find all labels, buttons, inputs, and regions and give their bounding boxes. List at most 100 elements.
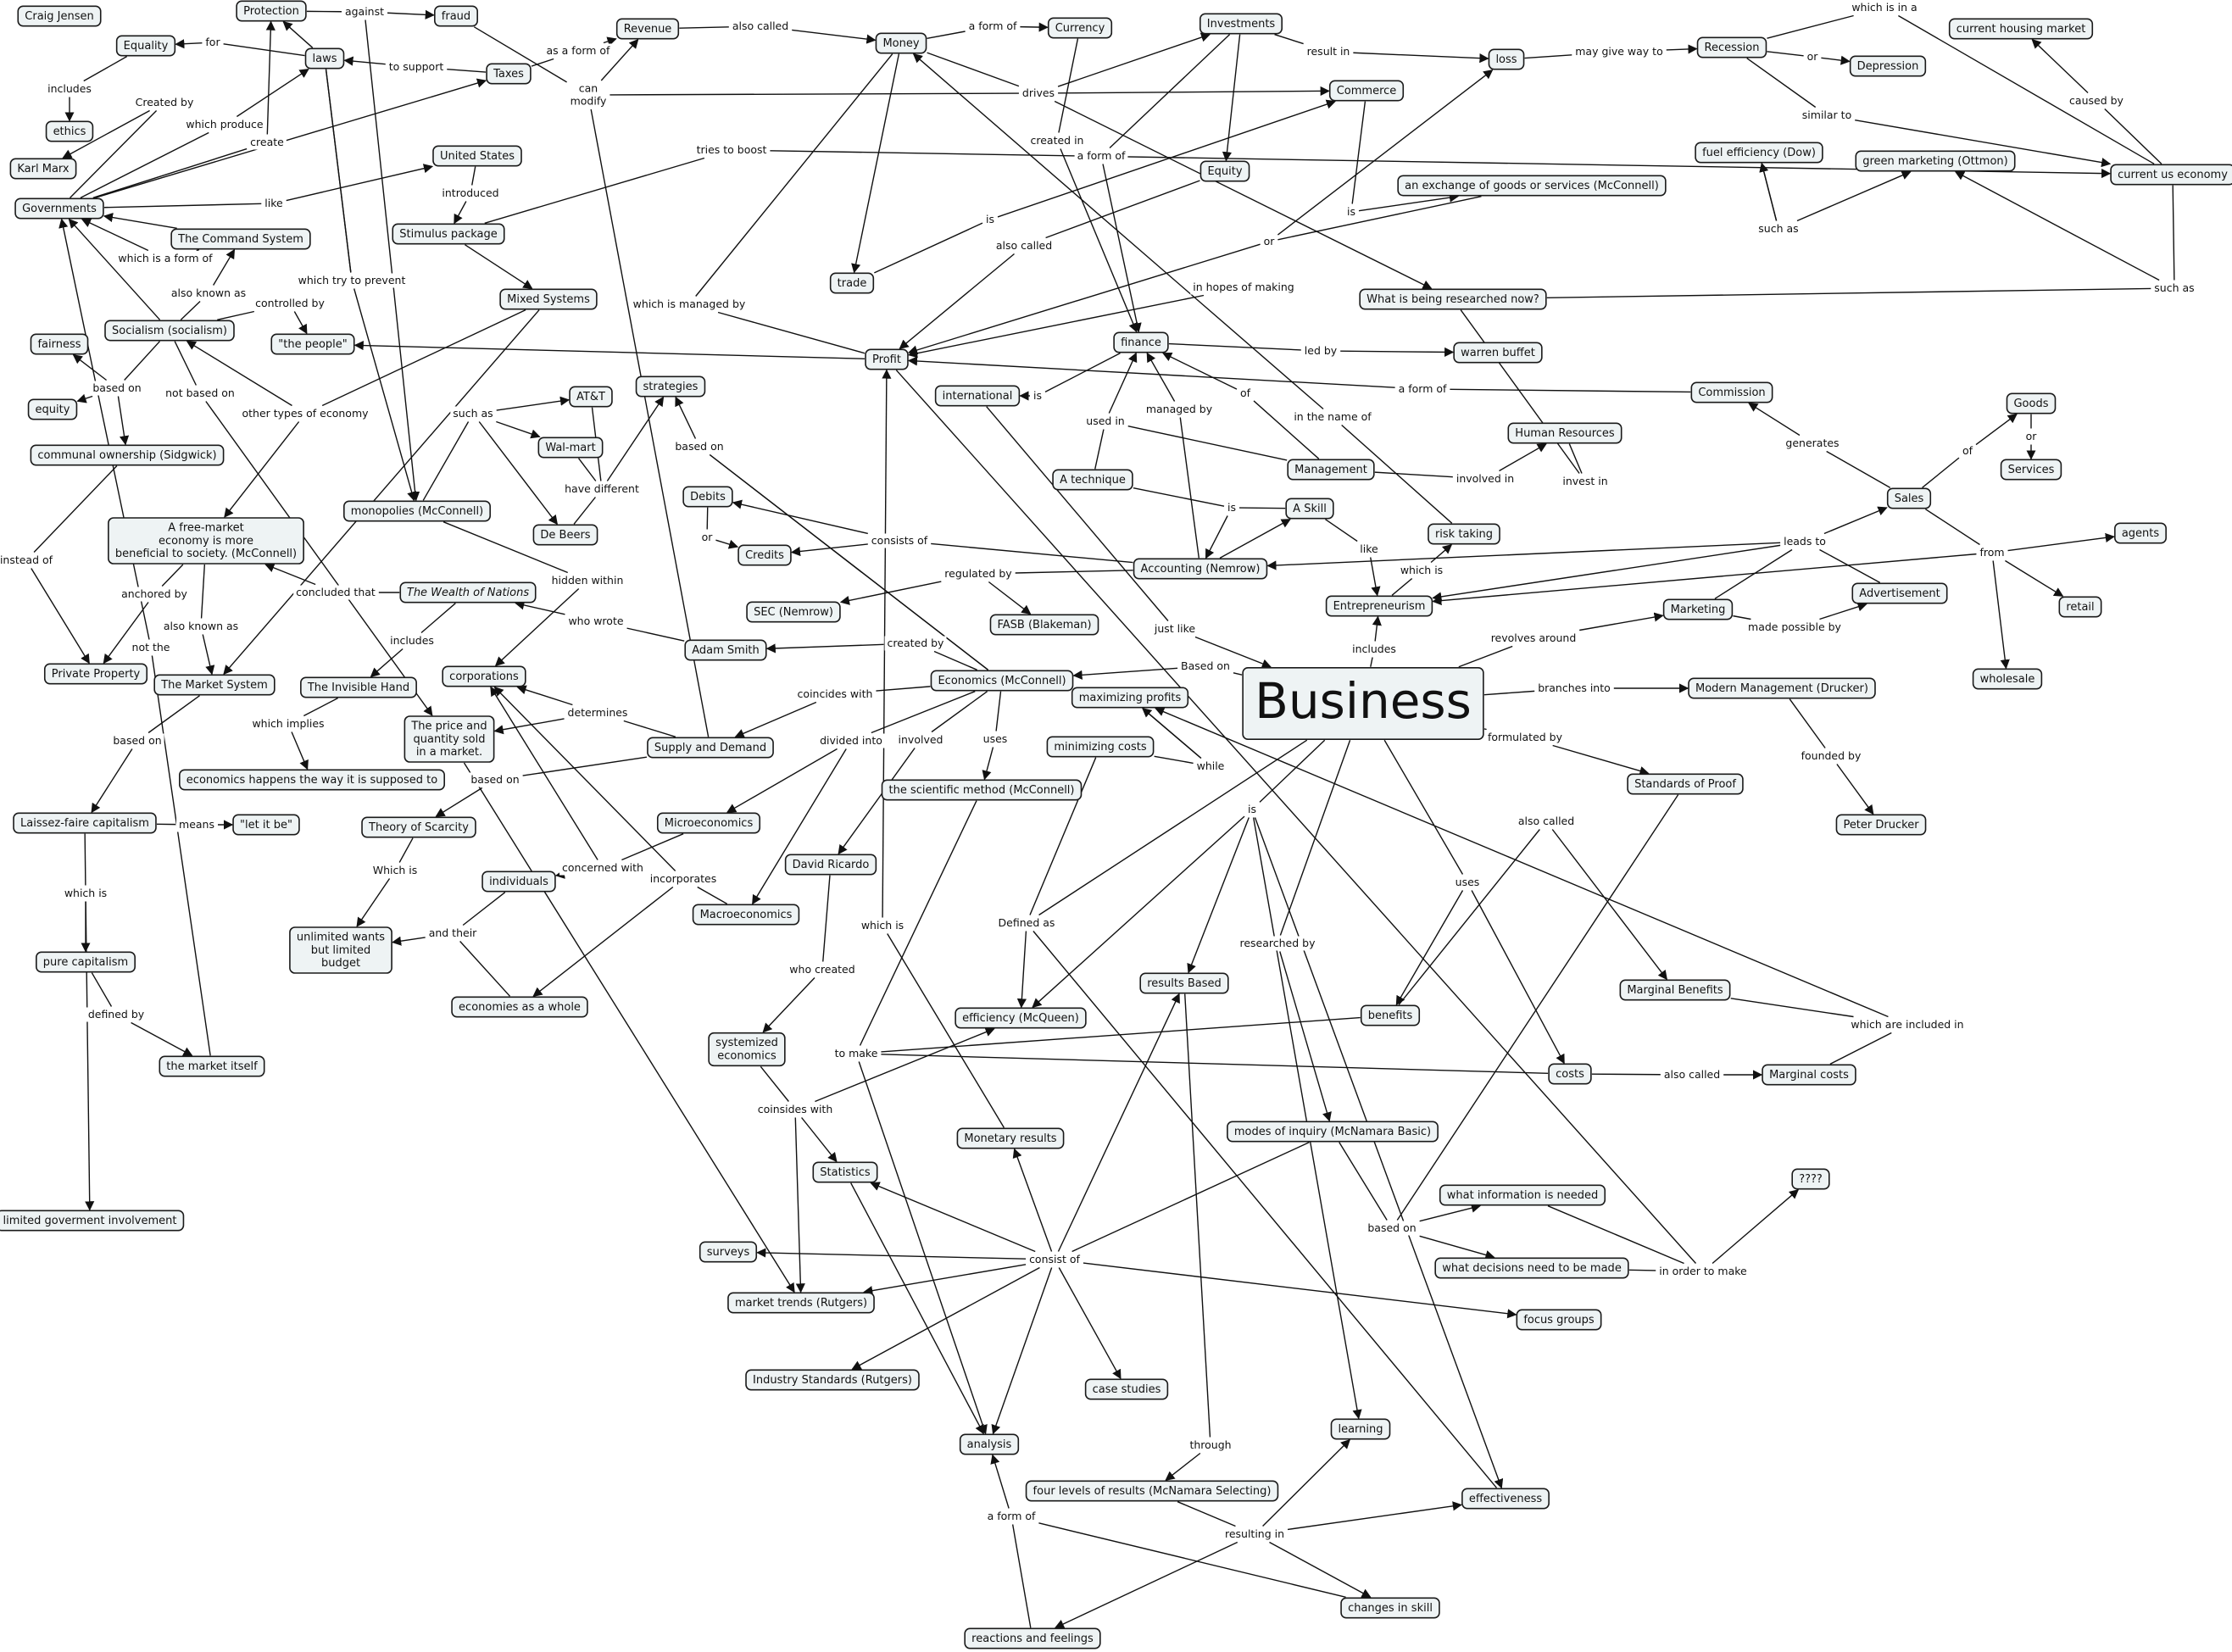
link-text: Which is [373,864,418,876]
link-text: defined by [88,1008,145,1021]
edge-management-to-l_involvedin [1374,471,1453,478]
concept-text: communal ownership (Sidgwick) [37,449,216,462]
edge-l_alsoknownas2-to-marketsys [202,634,215,676]
edge-l_basedon3-to-economics [1072,667,1178,680]
edge-monetary-to-l_whichis3 [887,933,1005,1128]
edge-finance-to-l_is3 [1044,353,1121,392]
edge-benefits-to-l_alsocalled3 [1398,829,1540,1005]
link-uses2: uses [1452,875,1483,890]
link-or1: or [1804,49,1821,64]
concept-credits: Credits [738,544,792,566]
link-whichis4: which is [61,886,110,901]
edge-taxes-to-l_tosupport [447,68,487,73]
concept-text: corporations [449,670,519,683]
edge-l_against-to-fraud [387,9,435,19]
concept-governments: Governments [14,197,104,220]
concept-atechnique: A technique [1052,469,1133,491]
edge-l_incorporates-to-econwhole [532,886,674,998]
link-text: which is [861,919,904,932]
concept-mixed: Mixed Systems [499,288,598,310]
concept-equality: Equality [115,35,176,57]
concept-text: Depression [1857,60,1919,73]
edge-business-to-l_uses2 [1383,739,1464,875]
link-text: instead of [0,553,53,566]
edge-researched-to-l_investin [1460,309,1580,474]
link-generates: generates [1783,436,1842,451]
edge-l_whichis4-to-limitedgov [85,901,95,1211]
concept-us: United States [432,145,522,167]
edge-askill-to-l_is4 [1238,507,1286,509]
edge-trade-to-l_is1 [874,222,983,274]
concept-text: Modern Management (Drucker) [1695,682,1868,695]
concept-text: Craig Jensen [25,10,93,23]
concept-text: Peter Drucker [1843,819,1919,832]
edge-l_andtheir-to-unlimited [391,936,426,946]
edge-l_whichimplies-to-econhappens [291,731,309,770]
link-text: anchored by [121,587,187,600]
link-text: is [986,213,994,225]
concept-text: The Market System [160,679,268,692]
link-text: invest in [1562,475,1607,487]
edge-loss-to-l_maygive [1524,54,1572,59]
edge-l_createdby-to-karl [62,109,150,159]
edge-commission-to-l_aformof3 [1450,388,1691,393]
concept-costs: costs [1548,1063,1592,1085]
link-text: just like [1154,622,1196,635]
concept-text: AT&T [576,391,605,403]
link-text: used in [1086,414,1124,427]
link-text: or [702,531,714,543]
concept-text: four levels of results (McNamara Selecti… [1033,1485,1272,1498]
edge-l_aformof3-to-profit [907,356,1395,388]
concept-individuals: individuals [481,870,556,893]
link-text: Created by [136,96,194,108]
link-havedifferent: have different [562,481,642,497]
link-suchas1: such as [1756,221,1801,236]
edge-individuals-to-l_andtheir [462,892,506,926]
concept-investments: Investments [1199,13,1283,35]
edge-l_whichis1-to-risk [1430,543,1453,564]
concept-text: Credits [745,549,784,562]
concept-text: learning [1338,1423,1383,1436]
concept-effectiveness: effectiveness [1461,1488,1550,1510]
edge-l_dividedinto-to-micro [726,748,838,813]
concept-peterdrucker: Peter Drucker [1835,814,1927,836]
link-controlledby: controlled by [253,296,327,311]
concept-text: Management [1294,464,1367,476]
link-text: similar to [1802,108,1851,121]
concept-cuseconomy: current us economy [2110,164,2232,186]
link-alsoknownas1: also known as [168,286,249,301]
concept-text: ethics [53,125,86,138]
edge-l_causedby-to-housing [2031,38,2089,94]
concept-text: an exchange of goods or services (McConn… [1405,180,1659,192]
concept-debeers: De Beers [532,524,598,546]
link-text: of [1962,444,1973,457]
edge-stimulus-to-mixed [465,244,533,289]
concept-supplydemand: Supply and Demand [647,737,774,759]
concept-text: A free-market [168,521,243,534]
link-text: uses [1456,876,1480,888]
edge-investments-to-equity_fin [1222,34,1241,162]
concept-agents: agents [2114,522,2167,544]
edge-accounting-to-l_consistsof1 [931,542,1133,564]
concept-text: Commission [1698,387,1765,399]
concept-text: efficiency (McQueen) [962,1012,1079,1025]
edge-effectiveness-to-l_definedas [1033,931,1497,1488]
link-text: which try to prevent [298,274,406,286]
link-causedby: caused by [2067,93,2126,108]
link-text: who wrote [568,615,623,627]
concept-equity_fin: Equity [1199,160,1250,182]
edge-l_includes2-to-invisible [370,648,404,678]
edge-l_leadsto-to-sales [1823,506,1888,535]
edge-l_consistof2-to-focus [1083,1262,1517,1319]
link-text: divided into [820,734,882,747]
concept-text: Economics (McConnell) [938,675,1066,687]
edge-l_introduced-to-stimulus [454,201,467,225]
concept-text: Entrepreneurism [1333,600,1426,613]
link-of1: of [1237,386,1254,401]
link-whichis1: which is [1397,563,1446,578]
concept-text: Laissez-faire capitalism [20,817,149,830]
edge-l_whichareincluded-to-maxprofit [1155,707,1889,1018]
concept-text: surveys [707,1246,750,1259]
concept-warren: warren buffet [1453,342,1543,364]
edge-scimethod-to-l_tomake [859,800,977,1046]
